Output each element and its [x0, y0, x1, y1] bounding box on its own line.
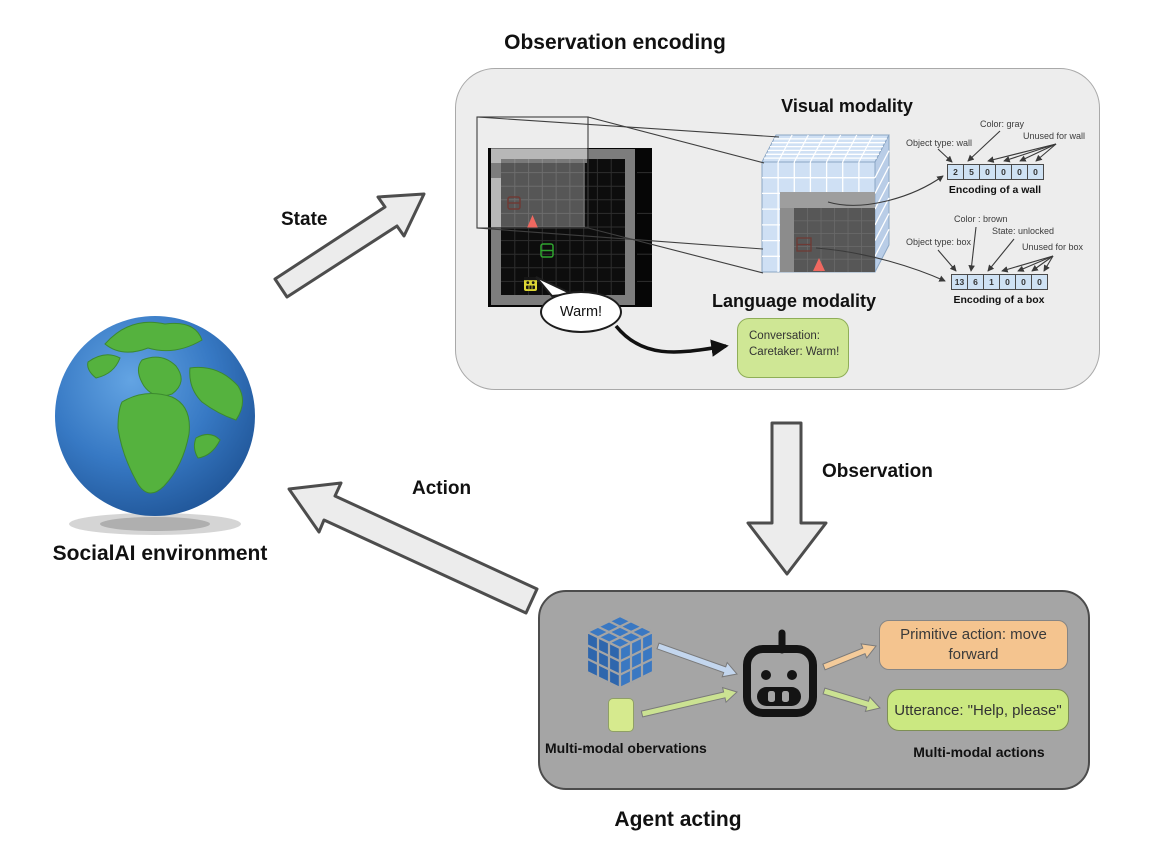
agent-acting-caption: Agent acting: [614, 808, 742, 831]
speech-bubble-text: Warm!: [559, 304, 603, 320]
box-cell-1: 6: [967, 274, 984, 290]
box-cell-4: 0: [1015, 274, 1032, 290]
wall-encoding-caption: Encoding of a wall: [948, 184, 1042, 196]
wall-unused-label: Unused for wall: [1023, 131, 1086, 141]
multimodal-cube-icon: [585, 614, 655, 690]
box-cell-3: 0: [999, 274, 1016, 290]
utterance-text: Utterance: "Help, please": [894, 701, 1062, 719]
wall-cell-3: 0: [995, 164, 1012, 180]
speech-bubble: Warm!: [540, 291, 622, 333]
language-observation-icon: [608, 698, 634, 732]
box-encoding-caption: Encoding of a box: [953, 294, 1045, 306]
observation-label: Observation: [822, 461, 933, 482]
visual-input-arrow: [656, 642, 738, 678]
box-object-type-label: Object type: box: [906, 237, 972, 247]
conversation-box: Conversation: Caretaker: Warm!: [737, 318, 849, 378]
multimodal-observations-label: Multi-modal obervations: [545, 740, 707, 756]
wall-encoding-cells: 2 5 0 0 0 0: [947, 164, 1044, 180]
primitive-action-box: Primitive action: move forward: [879, 620, 1068, 670]
multimodal-actions-label: Multi-modal actions: [913, 744, 1045, 760]
state-label: State: [281, 209, 328, 230]
box-unused-label: Unused for box: [1022, 242, 1084, 252]
wall-cell-5: 0: [1027, 164, 1044, 180]
primitive-action-text: Primitive action: move forward: [900, 626, 1047, 664]
page-title: Observation encoding: [504, 31, 726, 54]
conversation-line2: Caretaker: Warm!: [749, 346, 840, 359]
wall-object-type-label: Object type: wall: [906, 138, 973, 148]
robot-icon: [743, 629, 817, 717]
conversation-line1: Conversation:: [749, 330, 820, 342]
globe-icon: [55, 316, 255, 535]
wall-cell-1: 5: [963, 164, 980, 180]
utterance-box: Utterance: "Help, please": [887, 689, 1069, 731]
box-color-label: Color : brown: [954, 214, 1008, 224]
box-cell-5: 0: [1031, 274, 1048, 290]
primitive-output-arrow: [822, 643, 877, 671]
wall-cell-2: 0: [979, 164, 996, 180]
observation-arrow: [746, 421, 828, 576]
wall-cell-4: 0: [1011, 164, 1028, 180]
wall-color-label: Color: gray: [980, 119, 1025, 129]
utterance-output-arrow: [822, 687, 881, 713]
state-arrow: [273, 192, 426, 299]
box-state-label: State: unlocked: [992, 226, 1055, 236]
language-input-arrow: [640, 686, 738, 718]
action-label: Action: [412, 478, 472, 499]
wall-cell-0: 2: [947, 164, 964, 180]
action-arrow: [287, 481, 539, 615]
language-modality-label: Language modality: [711, 291, 877, 311]
box-cell-2: 1: [983, 274, 1000, 290]
agent-face-icon: [524, 277, 537, 291]
box-cell-0: 13: [951, 274, 968, 290]
visual-modality-label: Visual modality: [781, 96, 913, 116]
box-encoding-cells: 13 6 1 0 0 0: [951, 274, 1048, 290]
environment-label: SocialAI environment: [52, 542, 268, 565]
